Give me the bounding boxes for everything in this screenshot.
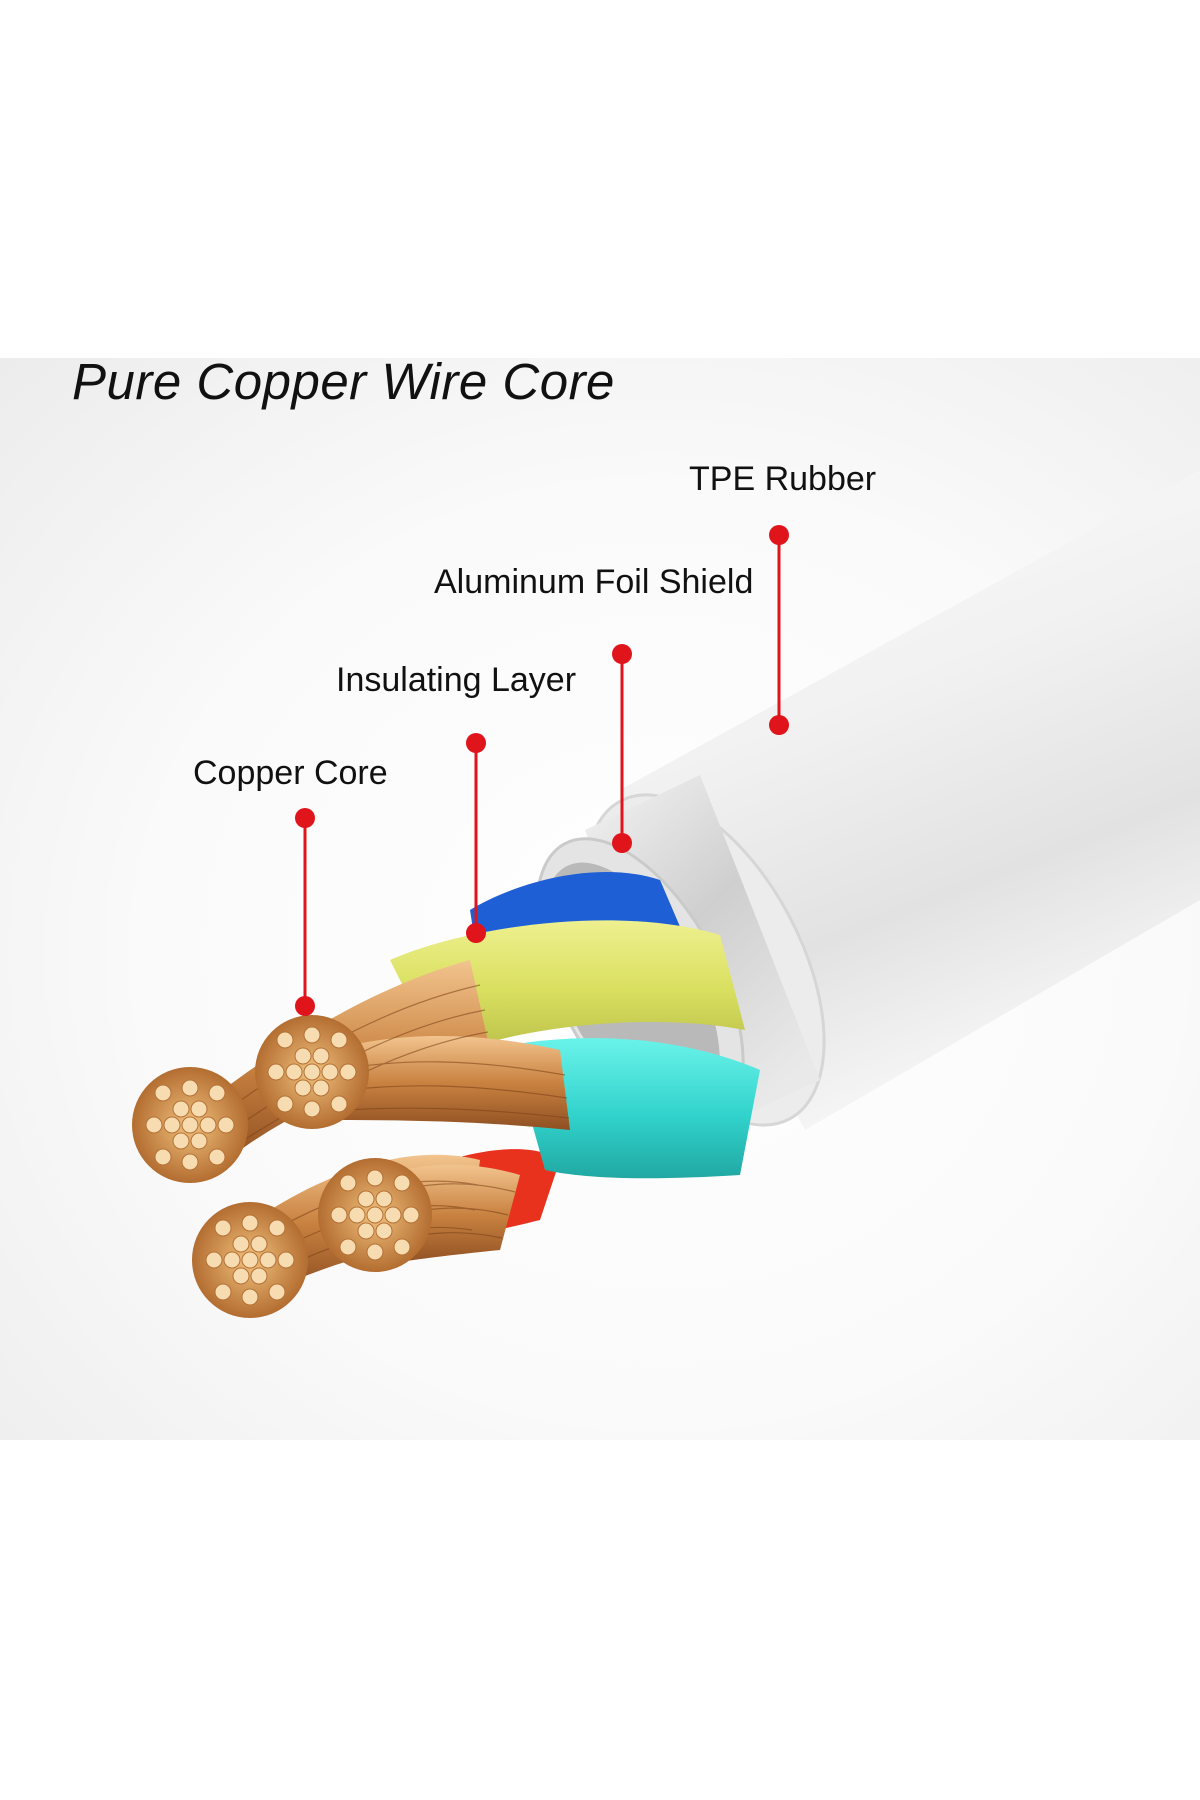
diagram-title: Pure Copper Wire Core	[72, 353, 615, 410]
cyan-insulation	[510, 1038, 760, 1179]
callout-tpe-rubber	[769, 525, 789, 735]
copper-end-faces	[132, 1015, 432, 1318]
callout-copper-core	[295, 808, 315, 1016]
label-insulating-layer: Insulating Layer	[336, 661, 577, 699]
label-copper-core: Copper Core	[193, 754, 388, 792]
callout-insulating-layer	[466, 733, 486, 943]
label-tpe-rubber: TPE Rubber	[689, 460, 877, 498]
label-aluminum-foil-shield: Aluminum Foil Shield	[434, 563, 754, 601]
callout-aluminum-foil-shield	[612, 644, 632, 853]
